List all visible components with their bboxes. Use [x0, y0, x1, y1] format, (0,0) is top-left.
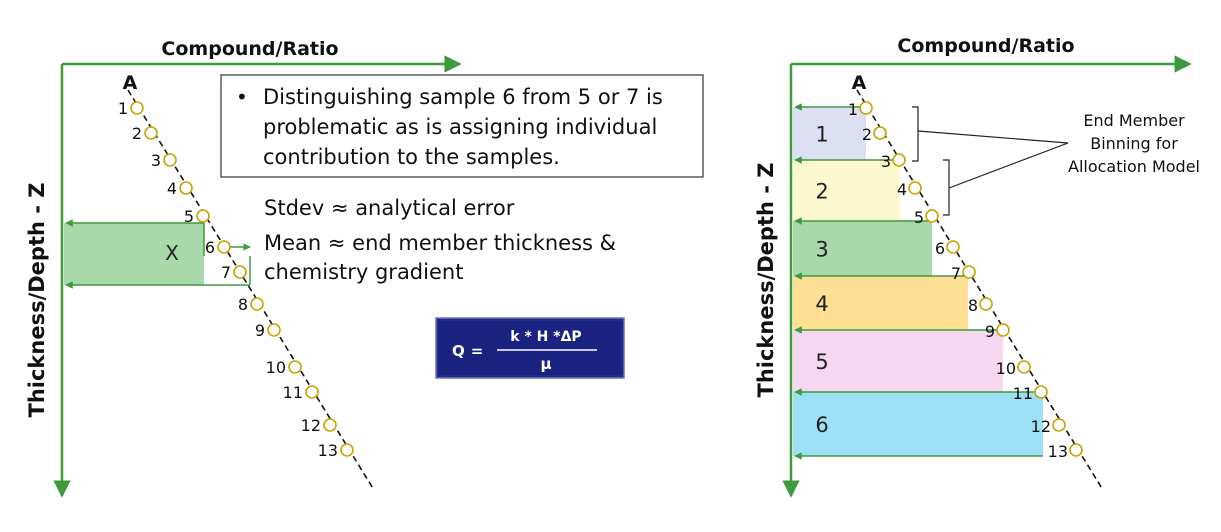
right-sample-2-label: 2: [862, 125, 872, 144]
right-sample-3-marker: [892, 153, 906, 167]
right-sample-4-label: 4: [897, 180, 907, 199]
right-sample-7-label: 7: [951, 264, 961, 283]
left-sample-10-label: 10: [266, 358, 286, 377]
callout-line-2: problematic as is assigning individual: [263, 115, 657, 139]
callout-box: [220, 74, 704, 178]
left-bin-x-label: X: [165, 241, 179, 265]
right-sample-8-marker: [979, 297, 993, 311]
left-sample-12-label: 12: [301, 416, 321, 435]
right-sample-1-label: 1: [848, 100, 858, 119]
right-bin-1: [793, 107, 866, 160]
left-sample-2-marker: [144, 126, 158, 140]
left-sample-11-label: 11: [283, 383, 303, 402]
equation-equals: =: [471, 342, 484, 360]
right-bin-2-label: 2: [815, 180, 828, 204]
left-sample-8-label: 8: [238, 295, 248, 314]
left-sample-9-marker: [267, 323, 281, 337]
right-x-axis-label: Compound/Ratio: [897, 35, 1074, 57]
mean-text-line-1: Mean ≈ end member thickness &: [264, 231, 616, 255]
left-sample-4-marker: [179, 181, 193, 195]
right-sample-12-marker: [1052, 418, 1066, 432]
bracket-1: [912, 106, 919, 162]
note-line-3: Allocation Model: [1068, 157, 1200, 176]
equation-denominator: μ: [540, 355, 551, 373]
left-sample-3-label: 3: [151, 151, 161, 170]
equation-lhs: Q: [452, 342, 465, 360]
equation-box: Q = k * H *ΔP μ: [435, 317, 625, 379]
right-sample-13-marker: [1069, 443, 1083, 457]
left-sample-12-marker: [323, 418, 337, 432]
left-sample-1-label: 1: [118, 99, 128, 118]
right-bin-2: [793, 160, 900, 221]
note-line-1: End Member: [1083, 111, 1185, 130]
left-x-axis-label: Compound/Ratio: [161, 38, 338, 60]
left-sample-1-marker: [130, 101, 144, 115]
mean-text-line-2: chemistry gradient: [264, 260, 463, 284]
left-sample-8-marker: [250, 297, 264, 311]
left-sample-7-marker: [233, 265, 247, 279]
right-bin-4: [793, 276, 968, 330]
left-sample-7-label: 7: [221, 263, 231, 282]
right-sample-1-marker: [859, 101, 873, 115]
right-sample-7-marker: [962, 265, 976, 279]
right-sample-4-marker: [908, 181, 922, 195]
right-bin-6-label: 6: [815, 413, 828, 437]
right-sample-5-label: 5: [914, 208, 924, 227]
right-bin-5-label: 5: [815, 350, 828, 374]
left-sample-3-marker: [163, 153, 177, 167]
right-sample-10-marker: [1017, 360, 1031, 374]
right-sample-5-marker: [925, 209, 939, 223]
callout-line-3: contribution to the samples.: [263, 145, 560, 169]
right-bin-5: [793, 330, 1003, 392]
left-series-label: A: [123, 72, 138, 94]
right-sample-6-label: 6: [935, 239, 945, 258]
right-sample-11-marker: [1034, 385, 1048, 399]
callout-line-1: Distinguishing sample 6 from 5 or 7 is: [263, 85, 663, 109]
right-bin-4-label: 4: [815, 292, 828, 316]
right-sample-8-label: 8: [968, 296, 978, 315]
equation-numerator: k * H *ΔP: [510, 329, 581, 345]
left-sample-9-label: 9: [255, 321, 265, 340]
left-bin-x: [64, 223, 204, 285]
bracket-1-leader: [917, 130, 1069, 144]
callout-bullet: •: [236, 85, 248, 109]
right-sample-9-marker: [996, 323, 1010, 337]
left-sample-2-label: 2: [132, 124, 142, 143]
right-bin-1-label: 1: [815, 123, 828, 147]
right-sample-2-marker: [873, 126, 887, 140]
left-sample-5-marker: [196, 209, 210, 223]
left-panel: X Compound/Ratio Thickness/Depth - Z A 1…: [25, 38, 704, 498]
right-sample-11-label: 11: [1013, 384, 1033, 403]
left-sample-6-marker: [217, 240, 231, 254]
left-sample-4-label: 4: [167, 179, 177, 198]
bracket-2: [943, 159, 950, 216]
stdev-text: Stdev ≈ analytical error: [264, 196, 515, 220]
right-sample-6-marker: [946, 240, 960, 254]
right-bin-3: [793, 221, 932, 276]
right-sample-10-label: 10: [996, 359, 1016, 378]
right-series-label: A: [852, 72, 867, 94]
left-sample-13-label: 13: [318, 441, 338, 460]
left-sample-6-label: 6: [205, 238, 215, 257]
bracket-2-leader: [948, 142, 1069, 189]
right-y-axis-label: Thickness/Depth - Z: [754, 162, 778, 397]
left-sample-5-label: 5: [184, 207, 194, 226]
left-sample-13-marker: [340, 443, 354, 457]
right-sample-13-label: 13: [1048, 442, 1068, 461]
right-sample-3-label: 3: [881, 152, 891, 171]
right-sample-9-label: 9: [985, 322, 995, 341]
left-y-axis-label: Thickness/Depth - Z: [25, 182, 49, 417]
left-sample-11-marker: [305, 385, 319, 399]
left-sample-10-marker: [288, 360, 302, 374]
note-line-2: Binning for: [1090, 134, 1178, 153]
right-bin-6: [793, 392, 1043, 456]
right-sample-12-label: 12: [1031, 417, 1051, 436]
right-bin-3-label: 3: [815, 238, 828, 262]
